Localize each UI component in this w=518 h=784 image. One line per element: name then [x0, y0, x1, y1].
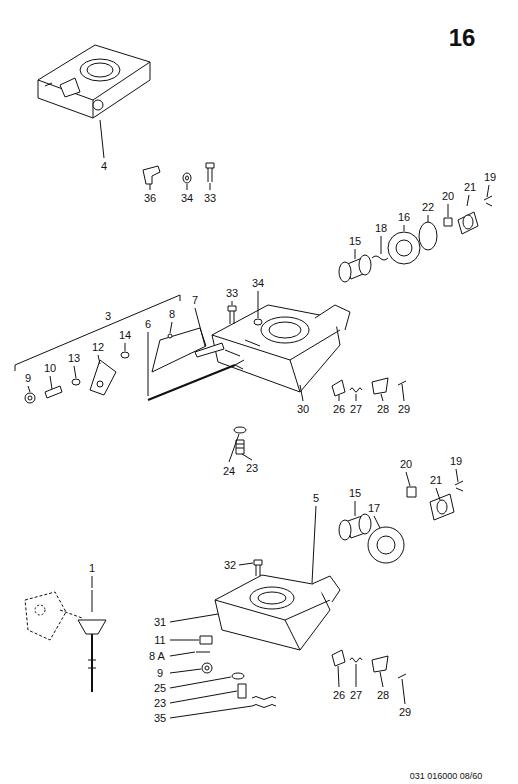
page-number: 16 — [448, 25, 477, 51]
callout-number: 23 — [245, 462, 259, 474]
top-cover — [38, 45, 150, 118]
callout-number: 13 — [67, 352, 81, 364]
callout-number: 27 — [349, 689, 363, 701]
callout-number: 9 — [24, 372, 32, 384]
callout-number: 34 — [251, 277, 265, 289]
drawing-number: 031 016000 08/60 — [409, 771, 484, 781]
callout-number: 27 — [349, 403, 363, 415]
callout-number: 15 — [348, 487, 362, 499]
callout-number: 22 — [421, 201, 435, 213]
choke-parts-lower — [339, 481, 463, 563]
callout-number: 29 — [397, 403, 411, 415]
callout-number: 25 — [153, 682, 167, 694]
callout-number: 9 — [156, 667, 164, 679]
callout-number: 19 — [449, 455, 463, 467]
jets-lower — [196, 636, 276, 708]
carburettor-body-upper — [212, 305, 350, 392]
callout-number: 10 — [43, 362, 57, 374]
callout-number: 8 A — [148, 650, 166, 662]
callout-number: 8 — [168, 308, 176, 320]
callout-number: 26 — [332, 403, 346, 415]
lever-assembly — [15, 295, 244, 403]
callout-number: 7 — [191, 294, 199, 306]
callout-number: 11 — [153, 634, 166, 646]
callout-number: 34 — [180, 192, 194, 204]
callout-number: 36 — [143, 192, 157, 204]
callout-number: 20 — [441, 190, 455, 202]
callout-number: 24 — [222, 465, 236, 477]
callout-number: 21 — [463, 181, 477, 193]
callout-number: 4 — [100, 160, 108, 172]
choke-cover-parts-lower-side — [332, 650, 406, 678]
callout-number: 28 — [376, 403, 390, 415]
choke-cover-parts-upper-side — [234, 378, 406, 454]
callout-number: 16 — [397, 211, 411, 223]
carburettor-body-lower — [215, 560, 340, 650]
callout-number: 14 — [118, 329, 132, 341]
callout-number: 3 — [104, 310, 112, 322]
small-parts-top — [143, 163, 214, 184]
callout-number: 18 — [374, 222, 388, 234]
callout-number: 17 — [367, 502, 381, 514]
callout-number: 33 — [203, 192, 217, 204]
leader-lines — [28, 120, 489, 718]
callout-number: 26 — [332, 689, 346, 701]
screw-washer-mid — [228, 306, 262, 325]
callout-number: 6 — [144, 318, 152, 330]
callout-number: 20 — [399, 458, 413, 470]
callout-number: 23 — [153, 697, 167, 709]
callout-number: 19 — [483, 171, 497, 183]
callout-number: 29 — [398, 706, 412, 718]
vacuum-unit — [25, 590, 106, 692]
callout-number: 21 — [429, 474, 443, 486]
callout-number: 30 — [296, 403, 310, 415]
callout-number: 1 — [88, 562, 96, 574]
choke-parts-upper — [339, 196, 492, 282]
callout-number: 32 — [223, 559, 237, 571]
callout-number: 12 — [91, 341, 105, 353]
callout-number: 35 — [153, 712, 167, 724]
callout-number: 15 — [348, 235, 362, 247]
callout-number: 28 — [376, 689, 390, 701]
callout-number: 31 — [153, 616, 167, 628]
callout-number: 5 — [312, 492, 320, 504]
callout-number: 33 — [225, 287, 239, 299]
